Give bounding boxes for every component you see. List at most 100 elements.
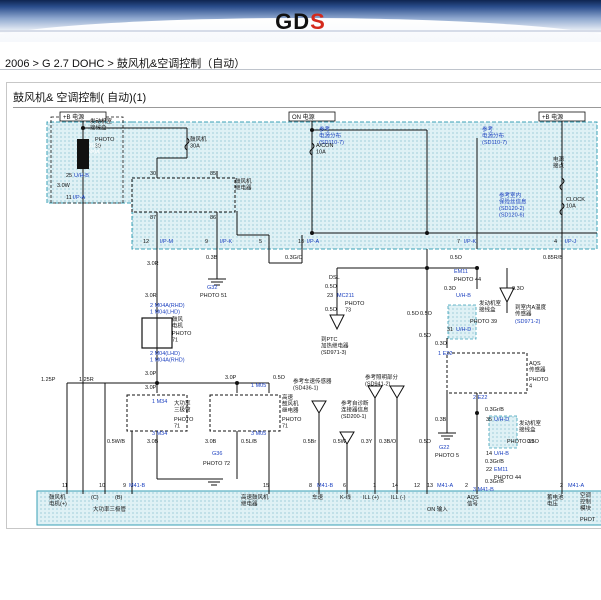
diagram-label: 0.3Gr/B bbox=[485, 479, 504, 485]
reference-triangles bbox=[311, 287, 515, 445]
diagram-label: 0.5L/B bbox=[241, 439, 257, 445]
diagram-label: 参考电源分布(SD110-7) bbox=[482, 125, 507, 146]
diagram-label: 0.5O bbox=[325, 284, 338, 290]
diagram-label: 14 bbox=[486, 451, 492, 457]
diagram-label: I/P-K bbox=[464, 239, 477, 245]
ground-symbols bbox=[205, 278, 456, 486]
diagram-label: M41-A bbox=[437, 483, 454, 489]
diagram-label: 3.0B bbox=[205, 439, 217, 445]
diagram-label: 0.3O bbox=[444, 286, 457, 292]
diagram-label: 电源接点 bbox=[553, 155, 565, 170]
fuse-box-region bbox=[46, 121, 598, 250]
diagram-label: 2 M04(LHD)1 M04A(RHD) bbox=[150, 351, 185, 364]
diagram-label: I/P-M bbox=[160, 239, 174, 245]
diagram-label: 车速 bbox=[312, 493, 324, 501]
diagram-label: 11 bbox=[62, 483, 68, 489]
diagram-label: K-线 bbox=[340, 493, 352, 501]
diagram-label: (B) bbox=[115, 495, 123, 501]
diagram-label: DSL bbox=[329, 275, 340, 281]
diagram-label: 0.3B/O bbox=[379, 439, 397, 445]
diagram-label: 22 bbox=[486, 467, 492, 473]
diagram-label: EM11 bbox=[454, 269, 468, 275]
diagram-label: 大功率三极管 bbox=[174, 399, 191, 414]
diagram-label: 3.0W bbox=[57, 183, 71, 189]
diagram-label: 鼓风机电机(+) bbox=[49, 493, 67, 508]
diagram-label: 0.5Br bbox=[303, 439, 316, 445]
diagram-label: 发动机室接线盒 bbox=[479, 299, 502, 314]
panel-title: 鼓风机& 空调控制( 自动)(1) bbox=[13, 92, 147, 104]
diagram-label: 12 bbox=[143, 239, 149, 245]
diagram-label: G22 bbox=[439, 445, 449, 451]
fuse-symbols bbox=[184, 137, 565, 216]
diagram-label: 0.85R/B bbox=[543, 255, 563, 261]
diagram-label: PHOTO 44 bbox=[454, 277, 481, 283]
diagram-label: 3.0P bbox=[145, 385, 157, 391]
diagram-label: 0.5O bbox=[273, 375, 286, 381]
diagram-label: 35 bbox=[486, 417, 492, 423]
diagram-label: 0.5O bbox=[527, 439, 540, 445]
diagram-label: I/P-J bbox=[565, 239, 577, 245]
diagram-label: 1 M05 bbox=[251, 383, 266, 389]
blr-fuse-block bbox=[77, 139, 89, 169]
diagram-label: 0.5O bbox=[407, 311, 420, 317]
diagram-label: 到室内A温度传感器 bbox=[515, 303, 547, 318]
diagram-label: 1 M34 bbox=[152, 399, 167, 405]
diagram-label: 0.3G/O bbox=[285, 255, 303, 261]
diagram-label: ILL (-) bbox=[391, 495, 406, 501]
diagram-label: 1 E22 bbox=[438, 351, 452, 357]
diagram-label: 8 bbox=[309, 483, 312, 489]
ac-module-bar bbox=[36, 490, 601, 526]
diagram-label: 0.3O bbox=[435, 341, 448, 347]
diagram-label: 参考室内保险丝信息(SD120-2)(SD120-6) bbox=[499, 191, 527, 219]
diagram-label: I/P-K bbox=[220, 239, 233, 245]
diagram-label: 3 M05 bbox=[251, 431, 266, 437]
diagram-label: 3 M34 bbox=[152, 431, 167, 437]
logo-accent: S bbox=[310, 9, 326, 34]
diagram-label: 14 bbox=[392, 483, 398, 489]
diagram-label: 0.5O bbox=[419, 333, 432, 339]
diagram-label: 鼓风机继电器 bbox=[235, 177, 252, 192]
breadcrumb: 2006 > G 2.7 DOHC > 鼓风机&空调控制（自动） bbox=[0, 42, 601, 70]
diagram-label: 大功率三极管 bbox=[93, 505, 127, 513]
diagram-label: 鼓风电机 bbox=[172, 315, 184, 330]
wires bbox=[66, 121, 597, 494]
diagram-label: 0.5O bbox=[450, 255, 463, 261]
banner-stripe bbox=[0, 30, 601, 32]
diagram-label: ON 输入 bbox=[427, 505, 448, 513]
diagram-label: 7 bbox=[457, 239, 460, 245]
diagram-label: PHOTO 39 bbox=[507, 439, 534, 445]
diagram-label: ILL (+) bbox=[363, 495, 379, 501]
diagram-label: MC211 bbox=[337, 293, 354, 299]
diagram-label: 参考自诊断连接器信息(SD200-1) bbox=[341, 399, 369, 420]
diagram-label: 3.0P bbox=[225, 375, 237, 381]
diagram-label: G36 bbox=[212, 451, 222, 457]
diagram-label: 85 bbox=[210, 171, 216, 177]
diagram-label: U/H-B bbox=[74, 173, 89, 179]
diagram-label: 15 bbox=[263, 483, 269, 489]
diagram-label: 2 E22 bbox=[473, 395, 487, 401]
diagram-label: 31 bbox=[447, 327, 453, 333]
diagram-label: 参考照明部分(SD941-2) bbox=[365, 373, 399, 388]
diagram-label: 3.0B bbox=[147, 439, 159, 445]
diagram-label: 3.0P bbox=[145, 371, 157, 377]
diagram-label: U/H-D bbox=[494, 417, 509, 423]
diagram-label: +B 电源 bbox=[542, 113, 563, 121]
diagram-label: 1.25P bbox=[41, 377, 56, 383]
diagram-label: 12 bbox=[414, 483, 420, 489]
diagram-label: 13 bbox=[298, 239, 304, 245]
diagram-label: PHOTO 39 bbox=[470, 319, 497, 325]
diagram-label: 0.3Gr/B bbox=[485, 407, 504, 413]
diagram-label: 23 bbox=[327, 293, 333, 299]
diagram-label: 蓄电池电压 bbox=[547, 493, 564, 508]
uhb-region bbox=[447, 304, 477, 340]
diagram-label: 11 bbox=[66, 195, 72, 201]
diagram-label: G32 bbox=[207, 285, 217, 291]
diagram-label: 3 M41-B bbox=[473, 487, 494, 493]
diagram-label: 1.25R bbox=[79, 377, 94, 383]
diagram-label: 3.0R bbox=[145, 293, 157, 299]
